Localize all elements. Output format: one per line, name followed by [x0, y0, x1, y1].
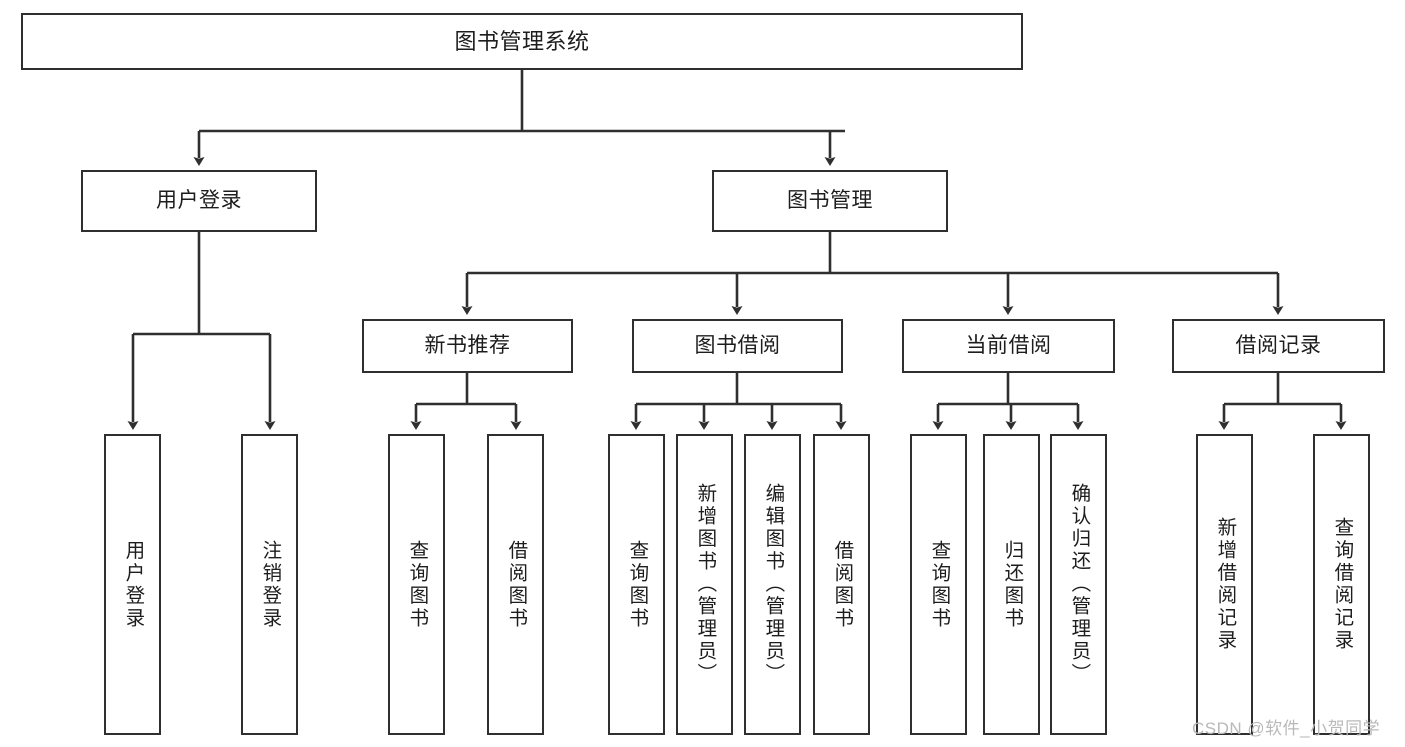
leaf-edit-book-admin[interactable]: 编辑图书（管理员）: [744, 434, 801, 735]
node-label: 确认归还（管理员）: [1067, 483, 1090, 686]
node-user-login[interactable]: 用户登录: [81, 170, 317, 232]
node-label: 用户登录: [121, 539, 144, 630]
leaf-user-login[interactable]: 用户登录: [104, 434, 161, 735]
leaf-query-borrow-record[interactable]: 查询借阅记录: [1313, 434, 1370, 735]
leaf-add-book-admin[interactable]: 新增图书（管理员）: [676, 434, 733, 735]
node-label: 新增图书（管理员）: [693, 483, 716, 686]
leaf-query-book-recommend[interactable]: 查询图书: [388, 434, 445, 735]
node-label: 当前借阅: [965, 333, 1052, 357]
leaf-borrow-book[interactable]: 借阅图书: [813, 434, 870, 735]
leaf-query-book-current[interactable]: 查询图书: [910, 434, 967, 735]
leaf-confirm-return-admin[interactable]: 确认归还（管理员）: [1050, 434, 1107, 735]
node-label: 图书借阅: [694, 333, 781, 357]
node-new-book-recommend[interactable]: 新书推荐: [362, 319, 573, 373]
node-label: 图书管理: [787, 188, 873, 212]
node-label: 查询图书: [405, 539, 428, 630]
leaf-logout[interactable]: 注销登录: [241, 434, 298, 735]
node-label: 查询图书: [625, 539, 648, 630]
node-label: 借阅图书: [504, 539, 527, 630]
node-label: 编辑图书（管理员）: [761, 483, 784, 686]
leaf-borrow-book-recommend[interactable]: 借阅图书: [487, 434, 544, 735]
node-book-management-system[interactable]: 图书管理系统: [21, 13, 1023, 70]
leaf-add-borrow-record[interactable]: 新增借阅记录: [1196, 434, 1253, 735]
node-label: 新书推荐: [424, 333, 511, 357]
node-book-management[interactable]: 图书管理: [712, 170, 948, 232]
leaf-query-book-borrow[interactable]: 查询图书: [608, 434, 665, 735]
watermark: CSDN @软件_小贺同学: [1192, 719, 1381, 738]
node-label: 归还图书: [1000, 539, 1023, 630]
node-label: 借阅图书: [830, 539, 853, 630]
node-borrow-record[interactable]: 借阅记录: [1172, 319, 1385, 373]
leaf-return-book[interactable]: 归还图书: [983, 434, 1040, 735]
node-label: 图书管理系统: [454, 28, 590, 54]
node-label: 用户登录: [156, 188, 242, 212]
node-label: 新增借阅记录: [1213, 517, 1236, 652]
node-label: 查询图书: [927, 539, 950, 630]
node-label: 查询借阅记录: [1330, 517, 1353, 652]
node-label: 借阅记录: [1235, 333, 1322, 357]
node-current-borrow[interactable]: 当前借阅: [902, 319, 1115, 373]
node-book-borrow[interactable]: 图书借阅: [632, 319, 843, 373]
node-label: 注销登录: [258, 539, 281, 630]
